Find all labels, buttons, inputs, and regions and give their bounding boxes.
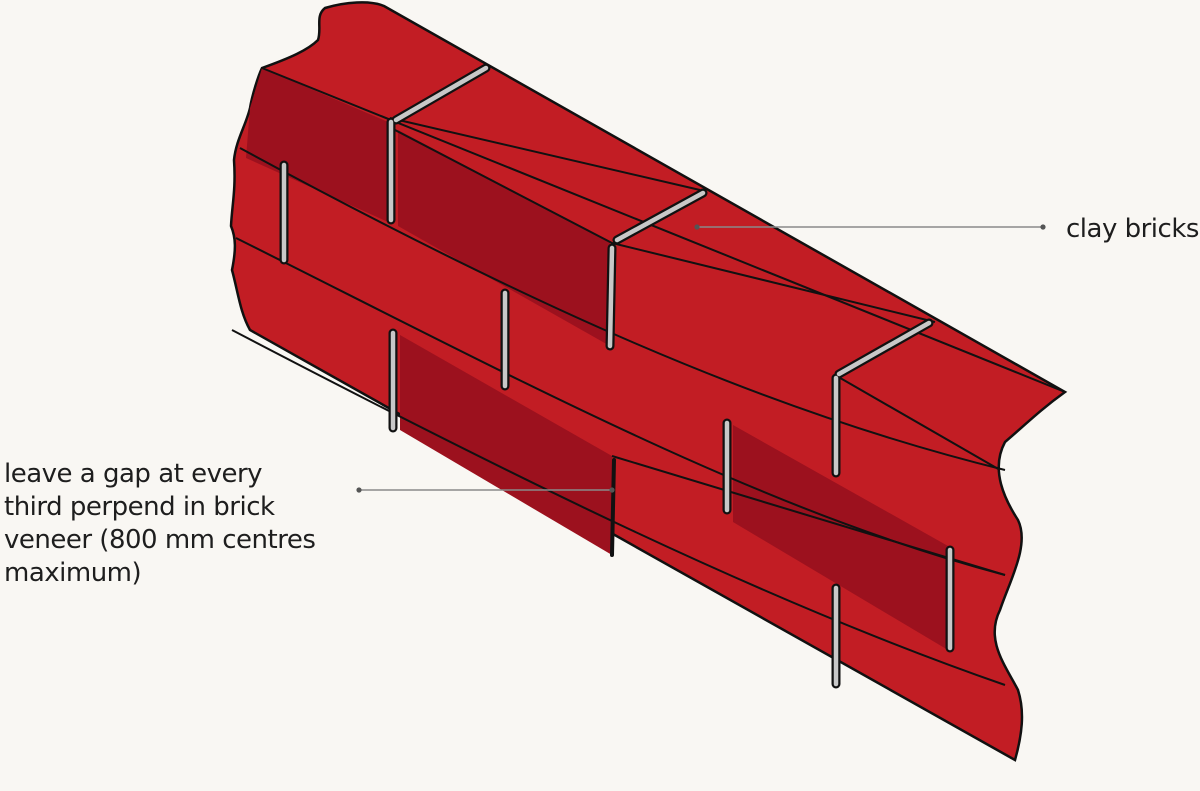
dark-brick	[246, 68, 388, 222]
leader-lines	[356, 224, 1046, 493]
dark-bricks	[246, 68, 948, 650]
dark-brick	[733, 425, 948, 650]
leader-dot	[1040, 224, 1046, 230]
mortar-fill	[281, 65, 953, 687]
clay-bricks-label: clay bricks	[1066, 214, 1199, 244]
leader-dot	[694, 224, 700, 230]
weep-gap-perpend	[610, 458, 616, 557]
weep-gap-label-line: leave a gap at every	[4, 459, 263, 489]
leader-dot	[356, 487, 362, 493]
dark-brick	[398, 130, 610, 346]
dark-brick	[400, 335, 612, 555]
weep-gap-label-line: veneer (800 mm centres	[4, 525, 316, 555]
weep-gap-label-line: maximum)	[4, 558, 142, 588]
weep-gap-label: leave a gap at every third perpend in br…	[4, 458, 344, 590]
weep-gap-label-line: third perpend in brick	[4, 492, 275, 522]
leader-dot	[609, 487, 615, 493]
